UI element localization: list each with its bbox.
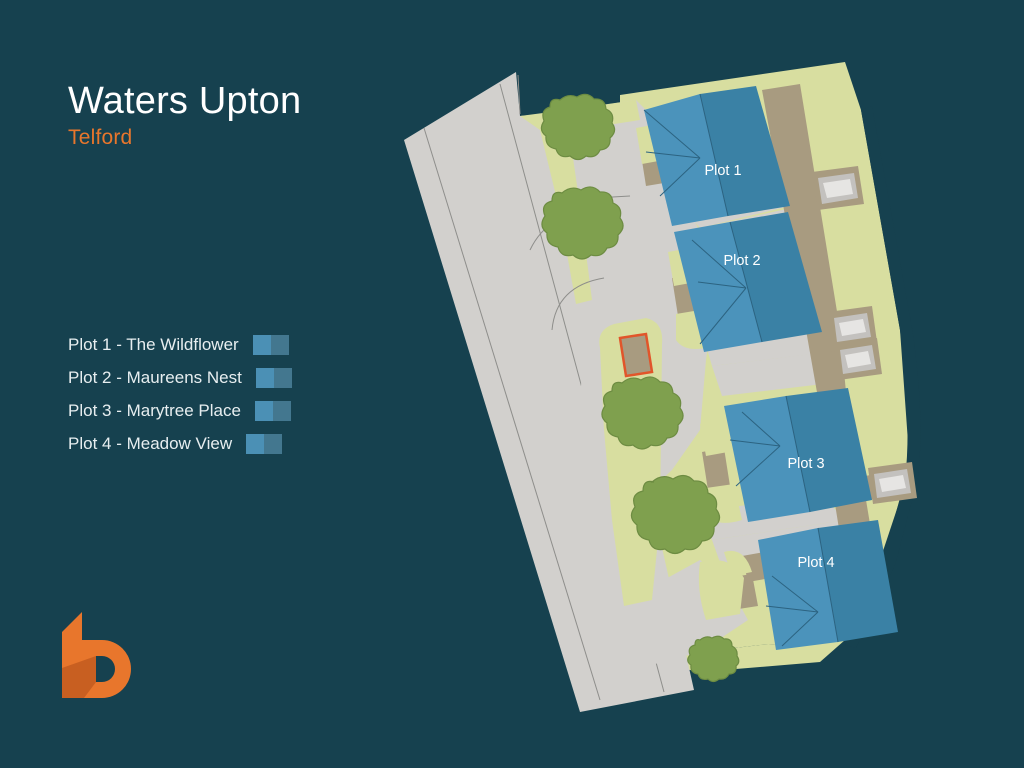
driveway-plot3-side [702,448,730,490]
site-marker-box[interactable] [618,332,654,378]
plot-1-label: Plot 1 [704,163,741,179]
plot-4-hip-b [781,611,819,647]
plot-2-hip-a [697,281,747,289]
letter-b-logo[interactable] [60,610,140,700]
plot-1-roof-left [644,94,728,226]
tree-3 [601,376,684,450]
page-subtitle: Telford [68,125,133,149]
plot-4-building[interactable] [758,520,898,650]
plot-4-hip-a [771,575,819,613]
plot-2-roof-left [674,222,762,352]
legend-swatch-dark-plot-4 [264,433,283,454]
plot-3-hip-c [729,439,781,447]
plot-3-ridge [785,395,811,513]
plot-2-roof-right [730,212,822,342]
plot-2-hip-c [691,239,747,289]
legend-swatch-dark-plot-2 [273,367,292,388]
plot-1-building[interactable] [643,86,790,226]
legend-swatch-light-plot-1 [252,334,271,355]
site-boundary-right [845,106,921,648]
garden-plot4-lower [698,560,744,620]
legend-item-plot-1[interactable]: Plot 1 - The Wildflower [68,328,338,361]
plot-1-roof-right [700,86,790,216]
road-edge-right [517,74,521,115]
plot-1-hip-b [659,157,701,197]
legend-label-plot-2: Plot 2 - Maureens Nest [68,367,242,387]
tree-2 [541,186,624,260]
plot-1-hip-c [645,151,701,159]
legend-label-plot-3: Plot 3 - Marytree Place [68,400,241,420]
tree-1 [540,93,616,161]
legend-swatch-light-plot-2 [255,367,274,388]
plot-legend: Plot 1 - The Wildflower Plot 2 - Maureen… [68,328,338,460]
legend-swatch-group-plot-1 [252,334,289,355]
plot-2-ridge [729,221,763,343]
plot-3-hip-b [735,445,781,487]
legend-swatch-dark-plot-3 [272,400,291,421]
bin-store-4 [868,462,917,504]
title-block: Waters Upton Telford [68,80,302,150]
legend-item-plot-4[interactable]: Plot 4 - Meadow View [68,427,338,460]
plot-3-label: Plot 3 [787,456,824,472]
garden-plot3-a [700,420,728,456]
plot-4-roof-left [758,528,838,650]
tree-4 [630,474,721,555]
plot-3-hip-a [741,411,781,447]
plot-4-label: Plot 4 [797,555,834,571]
legend-swatch-group-plot-4 [246,433,283,454]
legend-label-plot-4: Plot 4 - Meadow View [68,433,233,453]
plot-1-hip-a [643,109,701,159]
plot-4-ridge [817,527,839,643]
plot-2-label: Plot 2 [723,253,760,269]
bin-store-1 [812,166,864,210]
plot-2-building[interactable] [674,212,822,352]
tree-5 [687,635,740,683]
road-arc-1 [551,277,605,331]
legend-swatch-light-plot-4 [246,433,265,454]
legend-swatch-light-plot-3 [254,400,273,421]
legend-swatch-group-plot-3 [254,400,291,421]
driveway-east-upper [762,84,846,398]
logo-counter [96,656,115,682]
plot-3-roof-left [724,396,810,522]
page-title: Waters Upton [68,80,302,122]
plot-2-hip-b [699,287,747,345]
legend-item-plot-2[interactable]: Plot 2 - Maureens Nest [68,361,338,394]
legend-swatch-group-plot-2 [255,367,292,388]
logo-shadow [62,656,96,698]
legend-swatch-dark-plot-1 [270,334,289,355]
plot-4-hip-c [765,605,819,613]
bin-store-3 [834,338,882,380]
road-line-1 [423,127,601,701]
plot-3-building[interactable] [724,388,872,522]
spur-plot2-2 [712,352,840,396]
legend-label-plot-1: Plot 1 - The Wildflower [68,334,239,354]
bin-store-2 [828,306,877,348]
plot-1-ridge [699,93,729,217]
legend-item-plot-3[interactable]: Plot 3 - Marytree Place [68,394,338,427]
plot-3-roof-right [786,388,872,512]
plot-4-roof-right [818,520,898,642]
